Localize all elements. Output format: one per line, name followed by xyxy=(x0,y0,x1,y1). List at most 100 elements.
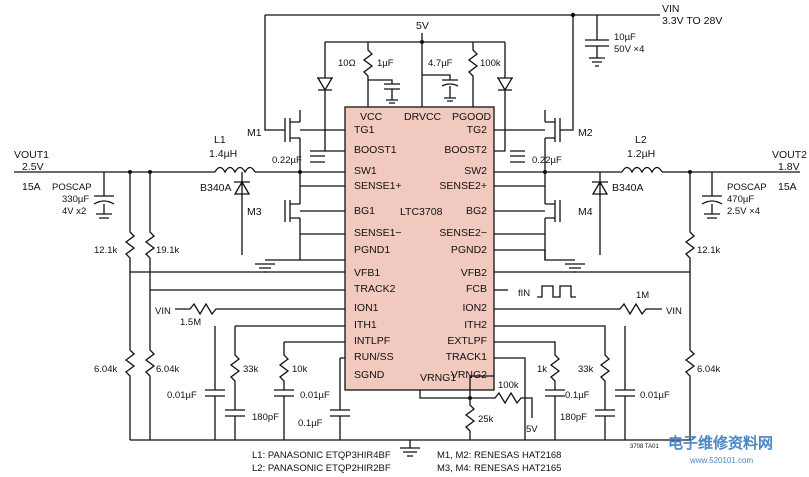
cap1-count: 4V x2 xyxy=(62,206,86,217)
input-cap-ground xyxy=(585,15,609,67)
poscap-2 xyxy=(701,172,723,219)
cap1-type: POSCAP xyxy=(52,182,92,193)
pin-vcc: VCC xyxy=(360,111,383,123)
diode-b340a-2 xyxy=(591,172,609,255)
r-pgood-value: 100k xyxy=(480,58,501,69)
cap1-value: 330µF xyxy=(62,194,89,205)
resistor-fb1-bottom xyxy=(124,272,136,440)
pin-right-4: BG2 xyxy=(466,205,487,217)
vout2-current: 15A xyxy=(778,181,797,193)
pin-left-0: TG1 xyxy=(354,124,375,136)
pin-left-11: INTLPF xyxy=(354,335,390,347)
resistor-ion1 xyxy=(175,302,345,316)
pin-right-6: PGND2 xyxy=(451,244,487,256)
left-pin-labels: TG1BOOST1SW1SENSE1+BG1SENSE1−PGND1VFB1TR… xyxy=(354,124,402,381)
pin-left-3: SENSE1+ xyxy=(354,180,402,192)
l2-label: L2 xyxy=(635,134,647,146)
clock-waveform xyxy=(537,285,576,298)
watermark-url: www.520101.com xyxy=(689,456,753,465)
pin-right-9: ION2 xyxy=(462,302,487,314)
boost1-cap xyxy=(310,90,345,163)
wire-sw1 xyxy=(299,150,345,173)
pin-right-0: TG2 xyxy=(467,124,488,136)
pin-right-5: SENSE2− xyxy=(439,227,487,239)
r-fb1-top: 12.1k xyxy=(94,245,117,256)
mosfet-m1 xyxy=(284,110,301,150)
vout1-label: VOUT1 xyxy=(14,149,49,161)
pin-left-4: BG1 xyxy=(354,205,375,217)
note-l2: L2: PANASONIC ETQP2HIR2BF xyxy=(252,463,391,474)
ion2-vin: VIN xyxy=(666,306,682,317)
cap2-count: 2.5V ×4 xyxy=(727,206,760,217)
wire-vin-m1 xyxy=(264,15,285,131)
r-fb2-top: 12.1k xyxy=(697,245,720,256)
cap2-type: POSCAP xyxy=(727,182,767,193)
wire-sense1 xyxy=(300,185,345,235)
mosfet-m4 xyxy=(544,172,561,260)
right-pin-labels: TG2BOOST2SW2SENSE2+BG2SENSE2−PGND2VFB2FC… xyxy=(439,124,487,381)
poscap-1 xyxy=(93,172,115,219)
r-ith2-value: 33k xyxy=(578,364,594,375)
supply-5v: 5V xyxy=(416,20,429,32)
pin-right-12: TRACK1 xyxy=(446,351,488,363)
cap-ith1-2 xyxy=(205,326,225,440)
c-intlpf-value: 0.01µF xyxy=(300,390,330,401)
resistor-fb1-top xyxy=(124,172,345,273)
wire-vrng xyxy=(419,375,494,399)
vin-label: VIN xyxy=(662,3,680,15)
pin-left-6: PGND1 xyxy=(354,244,390,256)
r-intlpf-value: 10k xyxy=(292,364,308,375)
pin-right-7: VFB2 xyxy=(461,267,487,279)
boost2-cap xyxy=(494,90,525,163)
input-cap-rating: 50V ×4 xyxy=(614,44,644,55)
cap-vcc xyxy=(368,79,400,104)
l1-label: L1 xyxy=(214,134,226,146)
resistor-vrng-top xyxy=(470,391,533,418)
pin-right-3: SENSE2+ xyxy=(439,180,487,192)
cap-drvcc xyxy=(422,74,459,102)
c-ext-value: 0.1µF xyxy=(565,390,590,401)
c-ith1-value: 180pF xyxy=(252,412,279,423)
c-ith2-value: 180pF xyxy=(560,412,587,423)
resistor-fb2-top xyxy=(494,172,696,273)
pin-left-13: SGND xyxy=(354,369,385,381)
pgnd1-ground xyxy=(255,259,345,273)
pin-right-8: FCB xyxy=(466,283,487,295)
pin-right-10: ITH2 xyxy=(464,319,487,331)
c-ith1-2-value: 0.01µF xyxy=(167,390,197,401)
cap-ith2-2 xyxy=(615,326,635,440)
vout2-voltage: 1.8V xyxy=(778,161,800,173)
pin-vrng1: VRNG1 xyxy=(420,372,456,384)
ith1-network xyxy=(225,325,345,440)
diode2-label: B340A xyxy=(612,182,644,194)
wire-vin-m2 xyxy=(560,15,574,131)
m4-label: M4 xyxy=(578,206,593,218)
pin-pgood: PGOOD xyxy=(452,111,492,123)
c-run-value: 0.1µF xyxy=(298,418,323,429)
r-vrng-top: 100k xyxy=(498,380,519,391)
boost1-cap-value: 0.22µF xyxy=(272,155,302,166)
r-ith1-value: 33k xyxy=(243,364,259,375)
pin-left-5: SENSE1− xyxy=(354,227,402,239)
diode-b340a-1 xyxy=(233,172,251,255)
r-ion2-value: 1M xyxy=(636,290,649,301)
resistor-track-top xyxy=(144,172,345,291)
c-vcc-value: 1µF xyxy=(377,58,394,69)
pin-left-7: VFB1 xyxy=(354,267,380,279)
ltc3708-chip-body xyxy=(344,106,495,391)
vrng-5v: 5V xyxy=(526,424,538,435)
resistor-vrng-bottom xyxy=(464,398,476,440)
c-ith2-2-value: 0.01µF xyxy=(640,390,670,401)
main-ground xyxy=(400,440,420,457)
r-ion1-value: 1.5M xyxy=(180,317,201,328)
ion1-vin: VIN xyxy=(155,306,171,317)
wire-track1 xyxy=(494,357,526,440)
diode1-label: B340A xyxy=(200,182,232,194)
pin-left-1: BOOST1 xyxy=(354,144,397,156)
diode-boost1 xyxy=(317,42,333,92)
c-drvcc-value: 4.7µF xyxy=(428,58,453,69)
pin-right-2: SW2 xyxy=(464,165,487,177)
note-m3m4: M3, M4: RENESAS HAT2165 xyxy=(437,463,561,474)
pin-right-13: VRNG2 xyxy=(451,369,487,381)
